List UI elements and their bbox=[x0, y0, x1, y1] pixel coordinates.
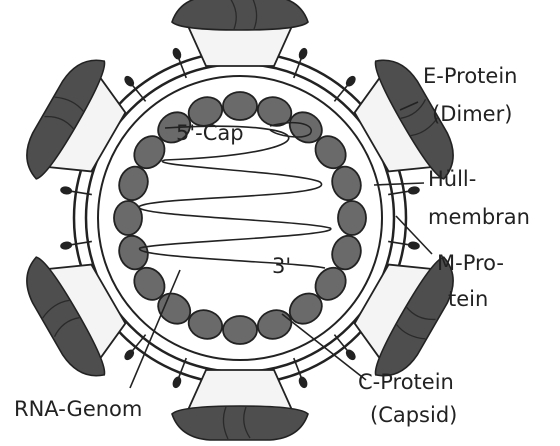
m-protein bbox=[293, 357, 308, 389]
rna-genome-label: RNA-Genom bbox=[14, 397, 142, 421]
c-protein bbox=[187, 96, 224, 127]
e-protein-dimer bbox=[171, 369, 309, 441]
c-protein bbox=[288, 292, 323, 325]
m-protein bbox=[333, 334, 356, 361]
c-protein bbox=[222, 315, 258, 345]
membrane-label-line1: Hüll- bbox=[428, 167, 476, 191]
m-protein bbox=[388, 240, 420, 250]
m-protein bbox=[293, 47, 308, 79]
m-protein bbox=[60, 186, 92, 196]
c-protein bbox=[133, 266, 166, 301]
c-protein bbox=[256, 96, 293, 127]
e-protein-dimer-label: (Dimer) bbox=[432, 102, 512, 126]
e-protein-dimers bbox=[26, 0, 454, 441]
m-protein bbox=[124, 75, 147, 102]
c-protein bbox=[133, 135, 166, 170]
three-prime-label: 3' bbox=[272, 254, 291, 278]
c-protein bbox=[314, 266, 347, 301]
c-protein bbox=[331, 234, 362, 271]
e-protein-dimer bbox=[171, 0, 309, 67]
e-protein-dimer bbox=[353, 59, 454, 180]
cap-loop bbox=[269, 122, 312, 138]
capsid-label: (Capsid) bbox=[370, 403, 457, 427]
m-proteins bbox=[60, 47, 420, 389]
c-protein bbox=[113, 200, 143, 236]
c-protein bbox=[288, 111, 323, 144]
c-protein bbox=[118, 234, 149, 271]
m-protein bbox=[172, 47, 187, 79]
c-protein bbox=[118, 165, 149, 202]
capsid-ring bbox=[113, 91, 367, 345]
membrane-label-line2: membran bbox=[428, 205, 530, 229]
c-protein bbox=[314, 135, 347, 170]
e-protein-label: E-Protein bbox=[423, 64, 517, 88]
cap-label: 5'-Cap bbox=[176, 121, 244, 145]
m-protein bbox=[60, 240, 92, 250]
rna-genome-coil bbox=[138, 125, 332, 269]
m-protein-label-line1: M-Pro- bbox=[437, 251, 504, 275]
m-protein bbox=[124, 334, 147, 361]
c-protein bbox=[337, 200, 367, 236]
m-protein bbox=[388, 186, 420, 196]
c-protein bbox=[331, 165, 362, 202]
c-protein bbox=[256, 309, 293, 340]
e-protein-dimer bbox=[353, 256, 454, 377]
c-protein bbox=[222, 91, 258, 121]
m-protein bbox=[172, 357, 187, 389]
e-protein-dimer bbox=[26, 59, 127, 180]
leader-lines bbox=[129, 101, 433, 389]
m-protein bbox=[333, 75, 356, 102]
c-protein bbox=[187, 309, 224, 340]
m-protein-label-line2: tein bbox=[448, 287, 488, 311]
e-protein-dimer bbox=[26, 256, 127, 377]
c-protein-label: C-Protein bbox=[358, 370, 454, 394]
